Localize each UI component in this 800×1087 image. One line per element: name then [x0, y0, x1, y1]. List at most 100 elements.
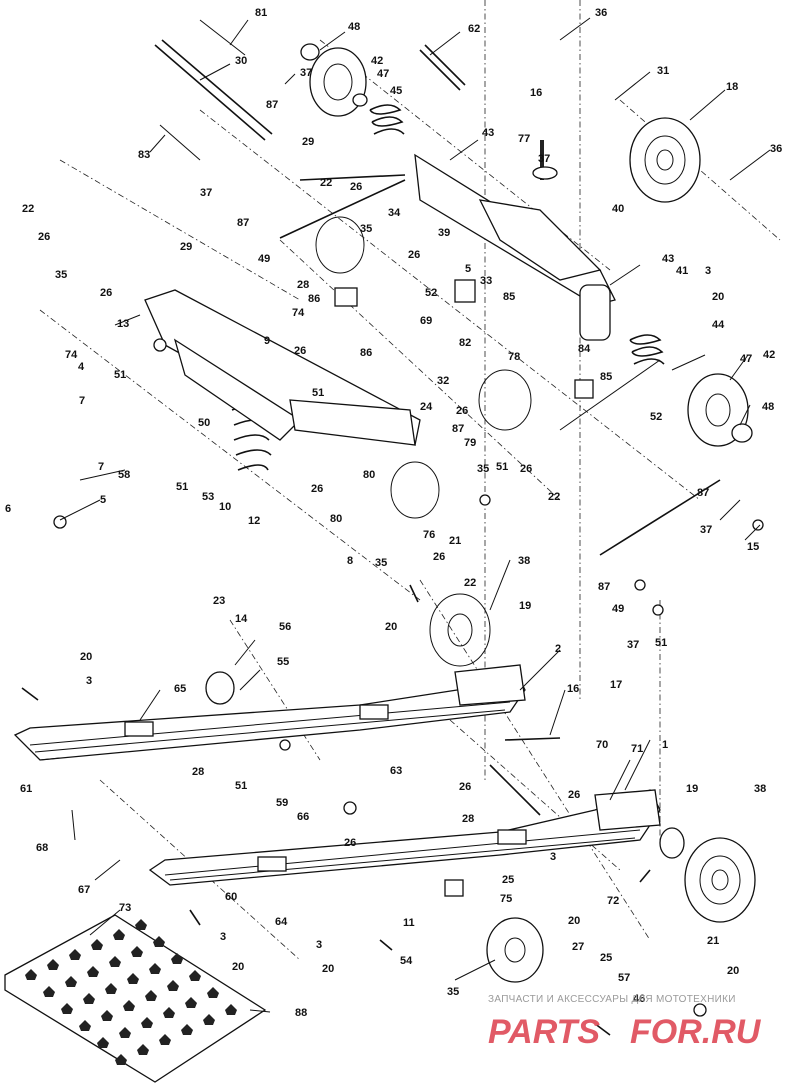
callout-number: 16	[530, 87, 542, 99]
track-clip	[127, 973, 139, 984]
callout-number: 26	[294, 345, 306, 357]
upper-shafts	[154, 19, 721, 556]
callout-number: 73	[119, 902, 131, 914]
callout-number: 20	[568, 915, 580, 927]
callout-number: 75	[500, 893, 512, 905]
callout-number: 44	[712, 319, 725, 331]
track-clip	[207, 987, 219, 998]
callout-number: 33	[480, 275, 492, 287]
track-clip	[87, 966, 99, 977]
callout-number: 5	[100, 494, 106, 506]
track-clip	[119, 1027, 131, 1038]
callout-number: 54	[400, 955, 413, 967]
callout-number: 38	[754, 783, 766, 795]
left-slide-rail	[13, 664, 526, 761]
callout-number: 60	[225, 891, 237, 903]
callout-number: 51	[655, 637, 667, 649]
callout-number: 28	[297, 279, 309, 291]
callout-number: 80	[330, 513, 342, 525]
callout-number: 2	[555, 643, 561, 655]
callout-number: 31	[657, 65, 669, 77]
track-clip	[149, 963, 161, 974]
callout-number: 22	[22, 203, 34, 215]
callout-number: 36	[770, 143, 782, 155]
callout-number: 26	[568, 789, 580, 801]
callout-number: 86	[308, 293, 320, 305]
callout-number: 81	[255, 7, 267, 19]
callout-number: 43	[662, 253, 674, 265]
callout-number: 51	[176, 481, 188, 493]
callout-number: 36	[595, 7, 607, 19]
track-clip	[163, 1007, 175, 1018]
callout-number: 35	[55, 269, 67, 281]
callout-number: 49	[612, 603, 624, 615]
callout-number: 14	[235, 613, 248, 625]
callout-number: 88	[295, 1007, 307, 1019]
callout-number: 12	[248, 515, 260, 527]
callout-number: 52	[425, 287, 437, 299]
callout-number: 51	[235, 780, 247, 792]
callout-number: 49	[258, 253, 270, 265]
callout-number: 37	[300, 67, 312, 79]
callout-number: 74	[65, 349, 78, 361]
middle-wheels	[315, 216, 532, 667]
callout-number: 83	[138, 149, 150, 161]
track-clip	[113, 929, 125, 940]
callout-number: 21	[449, 535, 461, 547]
callout-number: 25	[600, 952, 612, 964]
callout-number: 3	[220, 931, 226, 943]
callout-number: 37	[700, 524, 712, 536]
callout-number: 86	[360, 347, 372, 359]
track-clip	[141, 1017, 153, 1028]
callout-number: 65	[174, 683, 186, 695]
callout-number: 35	[375, 557, 387, 569]
callout-number: 57	[618, 972, 630, 984]
callout-number: 13	[117, 318, 129, 330]
track-clip	[167, 980, 179, 991]
callout-number: 26	[38, 231, 50, 243]
callout-number: 26	[459, 781, 471, 793]
upper-wheels	[300, 43, 753, 447]
callout-number: 48	[348, 21, 360, 33]
callout-number: 26	[344, 837, 356, 849]
callout-number: 34	[388, 207, 401, 219]
callout-number: 35	[360, 223, 372, 235]
track-clip	[47, 959, 59, 970]
callout-number: 85	[503, 291, 515, 303]
track-clip-sheet	[4, 914, 267, 1083]
callout-number: 4	[78, 361, 85, 373]
callout-number: 24	[420, 401, 433, 413]
callout-number: 9	[264, 335, 270, 347]
track-clip	[109, 956, 121, 967]
track-clip	[91, 939, 103, 950]
callout-number: 5	[465, 263, 471, 275]
callout-number: 15	[747, 541, 759, 553]
callout-number: 7	[98, 461, 104, 473]
track-clip	[203, 1014, 215, 1025]
track-clip	[171, 953, 183, 964]
callout-number: 37	[200, 187, 212, 199]
callout-number: 85	[600, 371, 612, 383]
track-clip	[131, 946, 143, 957]
callout-number: 74	[292, 307, 305, 319]
callout-number: 42	[763, 349, 775, 361]
callout-number: 47	[740, 353, 752, 365]
callout-number: 20	[727, 965, 739, 977]
callout-number: 62	[468, 23, 480, 35]
track-clip	[69, 949, 81, 960]
callout-number: 43	[482, 127, 494, 139]
callout-number: 19	[519, 600, 531, 612]
callout-number: 58	[118, 469, 130, 481]
callout-number: 26	[350, 181, 362, 193]
callout-number: 28	[192, 766, 204, 778]
callout-number: 48	[762, 401, 774, 413]
callout-number: 28	[462, 813, 474, 825]
track-clip	[185, 997, 197, 1008]
track-clip	[159, 1034, 171, 1045]
callout-number: 35	[447, 986, 459, 998]
track-clip	[105, 983, 117, 994]
callout-number: 41	[676, 265, 688, 277]
rear-swing-arm	[414, 153, 616, 341]
